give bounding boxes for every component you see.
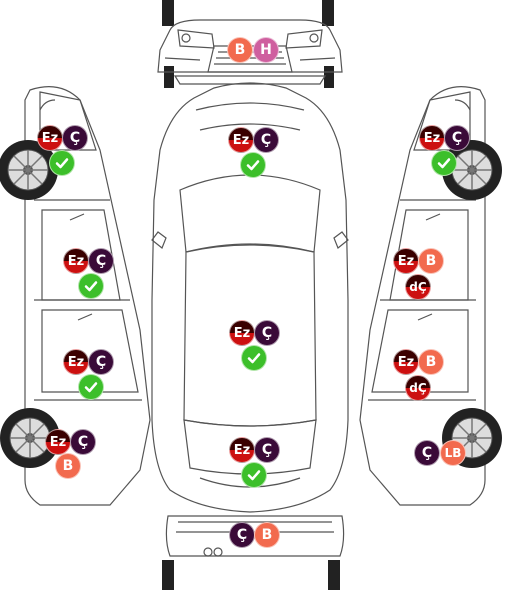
right-quarter-c-badge[interactable]: Ç bbox=[414, 440, 440, 466]
hood-ez-badge[interactable]: Ez bbox=[228, 127, 254, 153]
trunk-c-badge[interactable]: Ç bbox=[254, 437, 280, 463]
right-fender-ez-badge[interactable]: Ez bbox=[419, 125, 445, 151]
left-rear-door-c-badge[interactable]: Ç bbox=[88, 349, 114, 375]
left-front-door-c-badge[interactable]: Ç bbox=[88, 248, 114, 274]
trunk-ez-badge[interactable]: Ez bbox=[229, 437, 255, 463]
rear-bumper-c-badge[interactable]: Ç bbox=[229, 522, 255, 548]
left-rear-door-ez-badge[interactable]: Ez bbox=[63, 349, 89, 375]
left-fender-ez-badge[interactable]: Ez bbox=[37, 125, 63, 151]
right-front-wheel bbox=[442, 140, 502, 200]
roof-c-badge[interactable]: Ç bbox=[254, 320, 280, 346]
left-side-view bbox=[24, 86, 151, 506]
right-fender-c-badge[interactable]: Ç bbox=[444, 125, 470, 151]
roof-check-badge[interactable] bbox=[241, 345, 267, 371]
left-rear-wheel bbox=[0, 408, 60, 468]
right-side-view bbox=[359, 86, 486, 506]
front-view bbox=[157, 0, 343, 88]
left-quarter-b-badge[interactable]: B bbox=[55, 453, 81, 479]
right-fender-check-badge[interactable] bbox=[431, 150, 457, 176]
roof-ez-badge[interactable]: Ez bbox=[229, 320, 255, 346]
check-icon bbox=[247, 353, 261, 364]
right-rear-door-ez-badge[interactable]: Ez bbox=[393, 349, 419, 375]
left-front-door-check-badge[interactable] bbox=[78, 273, 104, 299]
right-rear-door-b-badge[interactable]: B bbox=[418, 349, 444, 375]
left-fender-check-badge[interactable] bbox=[49, 150, 75, 176]
top-view bbox=[151, 82, 349, 513]
right-rear-door-dc-badge[interactable]: dÇ bbox=[405, 375, 431, 401]
hood-c-badge[interactable]: Ç bbox=[253, 127, 279, 153]
right-front-door-ez-badge[interactable]: Ez bbox=[393, 248, 419, 274]
check-icon bbox=[246, 160, 260, 171]
left-quarter-ez-badge[interactable]: Ez bbox=[45, 429, 71, 455]
check-icon bbox=[84, 281, 98, 292]
right-front-door-b-badge[interactable]: B bbox=[418, 248, 444, 274]
left-quarter-c-badge[interactable]: Ç bbox=[70, 429, 96, 455]
left-front-wheel bbox=[0, 140, 58, 200]
check-icon bbox=[84, 382, 98, 393]
hood-check-badge[interactable] bbox=[240, 152, 266, 178]
right-front-door-dc-badge[interactable]: dÇ bbox=[405, 274, 431, 300]
right-quarter-lb-badge[interactable]: LB bbox=[440, 440, 466, 466]
check-icon bbox=[55, 158, 69, 169]
left-fender-c-badge[interactable]: Ç bbox=[62, 125, 88, 151]
left-front-door-ez-badge[interactable]: Ez bbox=[63, 248, 89, 274]
front-bumper-h-badge[interactable]: H bbox=[253, 37, 279, 63]
check-icon bbox=[437, 158, 451, 169]
rear-view bbox=[162, 515, 345, 590]
left-rear-door-check-badge[interactable] bbox=[78, 374, 104, 400]
rear-bumper-b-badge[interactable]: B bbox=[254, 522, 280, 548]
front-bumper-b-badge[interactable]: B bbox=[227, 37, 253, 63]
trunk-check-badge[interactable] bbox=[241, 462, 267, 488]
check-icon bbox=[247, 470, 261, 481]
